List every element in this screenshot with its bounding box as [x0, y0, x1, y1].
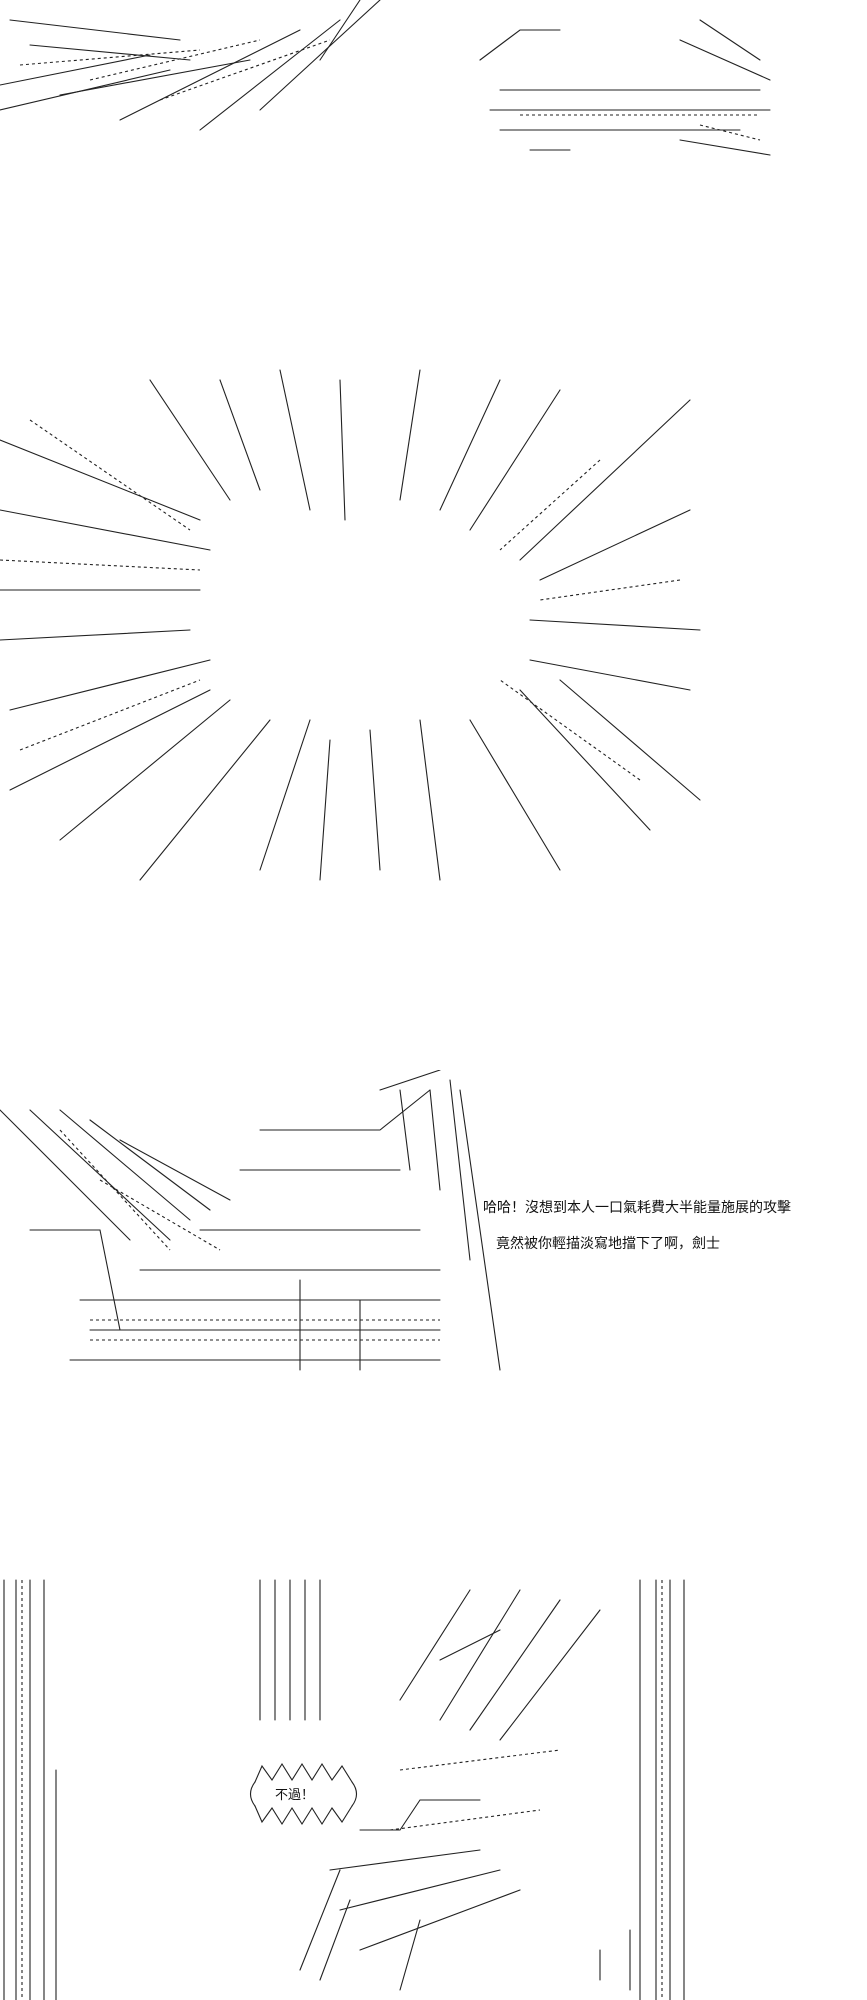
art-panel-dialogue: 哈哈！沒想到本人一口氣耗費大半能量施展的攻擊 竟然被你輕描淡寫地擋下了啊，劍士 [0, 1070, 867, 1400]
ascii-art-figure [0, 1070, 501, 1371]
dialogue-line-2: 竟然被你輕描淡寫地擋下了啊，劍士 [496, 1236, 720, 1252]
ascii-art-burst [0, 369, 701, 881]
ascii-art-top [0, 0, 771, 156]
dialogue-line-1: 哈哈！沒想到本人一口氣耗費大半能量施展的攻擊 [483, 1200, 791, 1216]
art-panel-top [0, 0, 867, 170]
ascii-art-bottom [3, 1579, 685, 2000]
shout-bubble [249, 1762, 358, 1826]
art-panel-bottom: 不過！ [0, 1570, 867, 2000]
shout-text: 不過！ [275, 1788, 315, 1803]
art-panel-burst [0, 360, 867, 900]
